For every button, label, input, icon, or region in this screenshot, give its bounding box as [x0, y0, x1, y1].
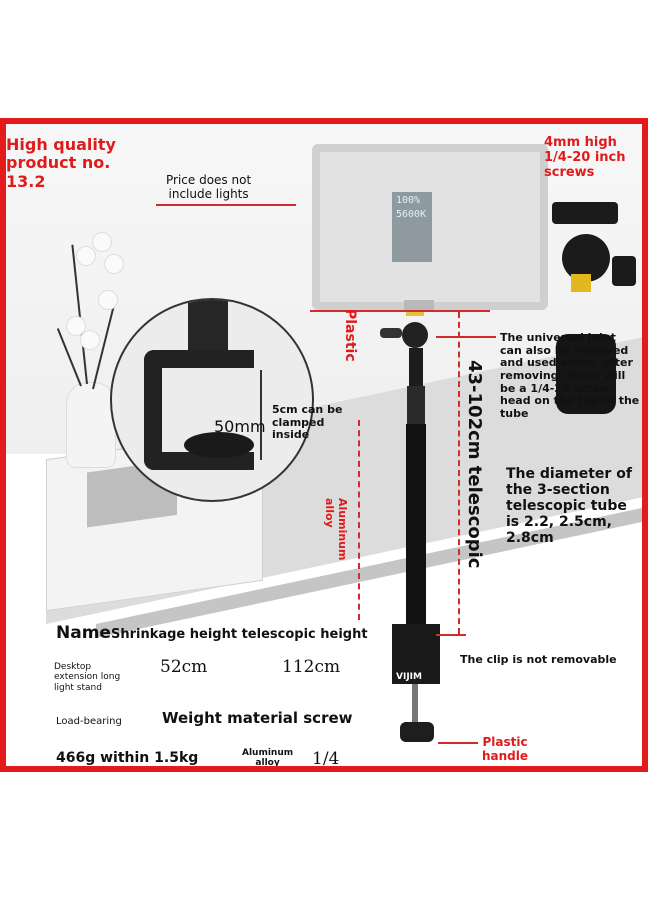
screw-line-2: 1/4-20 inch [544, 149, 626, 165]
cotton-flower [98, 290, 118, 310]
universal-joint-note: The universal joint can also be removed … [500, 331, 640, 420]
inset-dimension-line [260, 370, 262, 460]
cotton-flower [104, 254, 124, 274]
product-line-3: light stand [54, 682, 102, 693]
desk-clamp [392, 624, 440, 684]
top-dimension-line [310, 310, 490, 312]
aluminum-label: Aluminum alloy [323, 498, 349, 561]
spec-telescopic-height: 112cm [282, 657, 341, 677]
spec-name-label: Name [56, 623, 111, 643]
price-note: Price does not include lights [166, 173, 252, 202]
led-light-panel: 100% 5600K [312, 144, 548, 312]
price-line-1: Price does not [166, 173, 252, 187]
plastic-handle-line-2: handle [482, 748, 529, 763]
material-line-2: alloy [255, 758, 280, 766]
aluminum-pointer [358, 420, 360, 620]
plastic-handle-line-1: Plastic [482, 735, 528, 749]
clamp-capacity-note: 5cm can be clamped inside [272, 403, 343, 442]
tube-section-1 [409, 348, 423, 394]
cotton-flower [80, 330, 100, 350]
spec-weight-value: 466g within 1.5kg [56, 750, 199, 766]
quality-line-3: 13.2 [6, 171, 46, 191]
ballhead-detail-plate [552, 202, 618, 224]
price-line-2: include lights [168, 186, 249, 201]
product-image: 100% 5600K VIJIM High quality product no… [6, 124, 642, 766]
ball-head-knob [380, 328, 402, 338]
cotton-flower [66, 316, 86, 336]
spec-product-name: Desktop extension long light stand [54, 662, 120, 693]
height-dimension-line [458, 312, 460, 634]
price-arrow [156, 204, 296, 206]
panel-display: 100% 5600K [392, 192, 432, 262]
screw-line-3: screws [544, 164, 595, 180]
ballhead-detail-knob [612, 256, 636, 286]
tube-section-2 [407, 386, 425, 426]
telescopic-range-label: 43-102cm telescopic [464, 360, 485, 569]
mount-plate [406, 310, 424, 316]
clamp-screw [412, 684, 418, 724]
diameter-note: The diameter of the 3-section telescopic… [506, 466, 632, 547]
clamp-handle [400, 722, 434, 742]
spec-material: Aluminum alloy [242, 748, 293, 766]
quality-line-1: High quality [6, 135, 116, 154]
bottom-dimension-line [436, 634, 466, 636]
product-line-2: extension long [54, 672, 121, 683]
panel-display-brightness: 100% [396, 195, 421, 206]
spec-load-bearing-label: Load-bearing [56, 716, 122, 727]
clamp-detail-inset [110, 298, 314, 502]
quality-text: High quality product no. 13.2 [6, 135, 116, 191]
clip-note: The clip is not removable [460, 653, 617, 666]
spec-weight-header: Weight material screw [162, 709, 353, 727]
ball-head [402, 322, 428, 348]
ballhead-detail-post [556, 334, 616, 414]
brand-logo: VIJIM [396, 672, 422, 682]
clamp-50mm-label: 50mm [214, 417, 266, 436]
spec-name-row: NameShrinkage height telescopic height [56, 623, 368, 644]
quality-line-2: product no. [6, 153, 111, 173]
spec-name-columns: Shrinkage height telescopic height [110, 627, 368, 642]
spec-shrinkage-height: 52cm [160, 657, 208, 677]
panel-display-temp: 5600K [396, 209, 427, 220]
product-line-1: Desktop [54, 662, 92, 672]
plastic-label: Plastic [342, 309, 358, 362]
tube-section-3 [406, 424, 426, 649]
cotton-flower [76, 246, 96, 266]
cotton-flower [92, 232, 112, 252]
joint-pointer [436, 336, 496, 338]
ballhead-detail-lock [571, 274, 591, 292]
spec-screw-value: 1/4 [312, 749, 340, 766]
plastic-handle-label: Plastic handle [482, 735, 529, 764]
panel-mount [404, 300, 434, 312]
inset-pad [184, 432, 254, 458]
vase [66, 382, 116, 468]
red-frame [0, 118, 648, 772]
material-line-1: Aluminum [242, 748, 294, 758]
screw-line-1: 4mm high [544, 135, 617, 150]
handle-pointer [438, 742, 478, 744]
screw-spec-text: 4mm high 1/4-20 inch screws [544, 135, 626, 181]
